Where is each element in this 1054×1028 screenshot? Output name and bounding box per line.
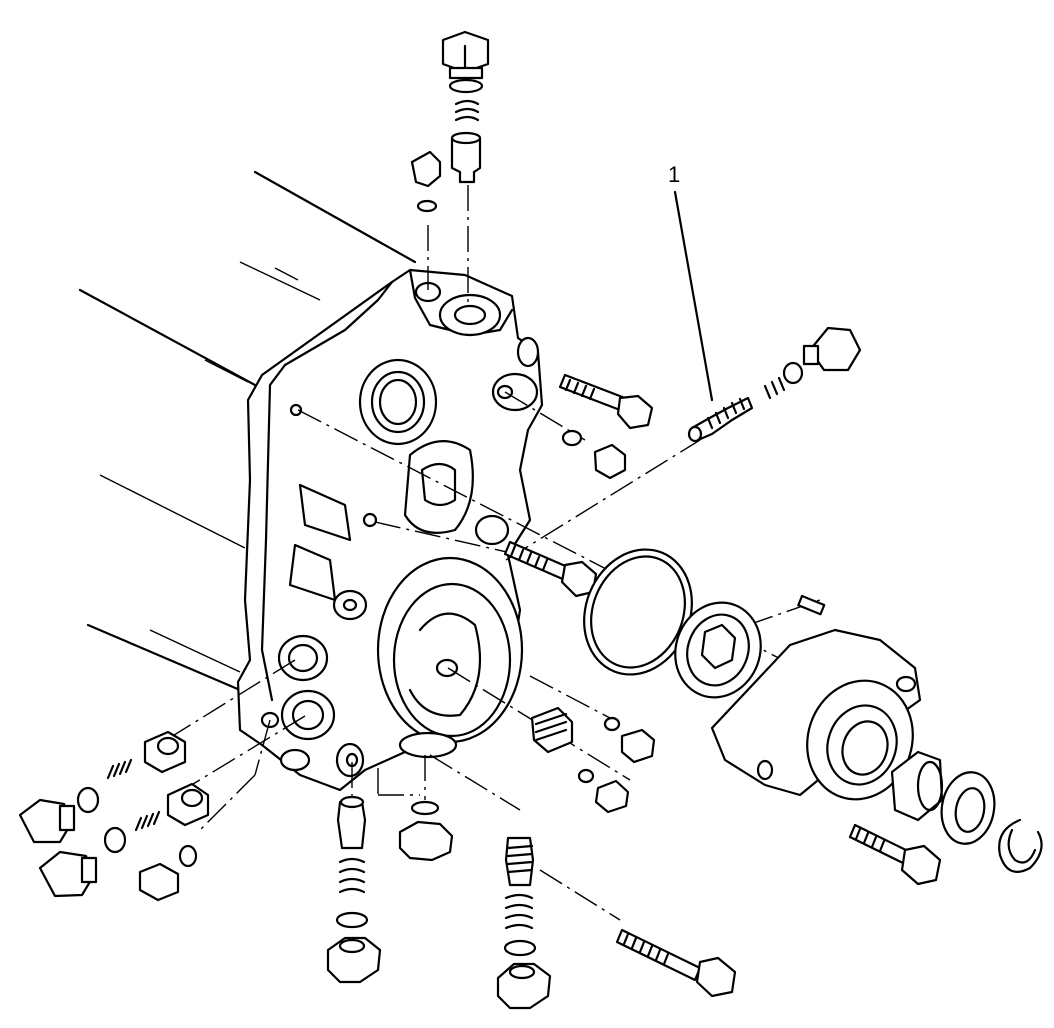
top-o-ring [448,78,484,94]
round-cover-boss [376,556,524,744]
housing-outline-lines [78,170,417,692]
top-spring [454,99,480,122]
bottom-fittings [326,795,552,1010]
lower-middle-fittings [530,706,656,814]
left-small-plug [138,862,180,902]
top-valve-sleeve [450,136,482,184]
dowel-pin [797,594,826,616]
bottom-center-plug [398,820,454,862]
middle-bolt [503,540,598,598]
shaft-bearing-parts [890,750,1043,873]
bottom-spool-right [504,836,535,887]
small-top-plug [410,150,442,188]
flange-bearing-housing [710,628,922,801]
main-cover-plate [236,268,544,792]
left-spring-upper [106,758,133,780]
top-relief-fittings [410,30,490,213]
circlip [998,818,1043,873]
left-plunger-upper [143,730,187,774]
bottom-spring-left [338,857,366,894]
valve-plate [403,440,474,534]
lower-right-bolts [615,823,942,998]
relief-valve-plug [808,326,862,372]
bottom-spring-right [504,893,534,930]
callout-label: 1 [668,162,680,187]
relief-valve-spool [690,396,754,442]
left-spring-lower [134,810,161,832]
upper-bolt-head [616,394,654,430]
gear-rotor [674,594,826,699]
large-o-ring-gasket [583,548,693,676]
threaded-insert [530,706,574,754]
bottom-plunger-left [336,800,367,850]
shaft-seal [940,771,996,845]
relief-valve-spring [763,376,786,400]
left-valve-fittings [18,730,210,902]
upper-right-fasteners [558,326,862,480]
callout-leader [673,190,714,402]
callout-1: 1 [668,162,714,402]
